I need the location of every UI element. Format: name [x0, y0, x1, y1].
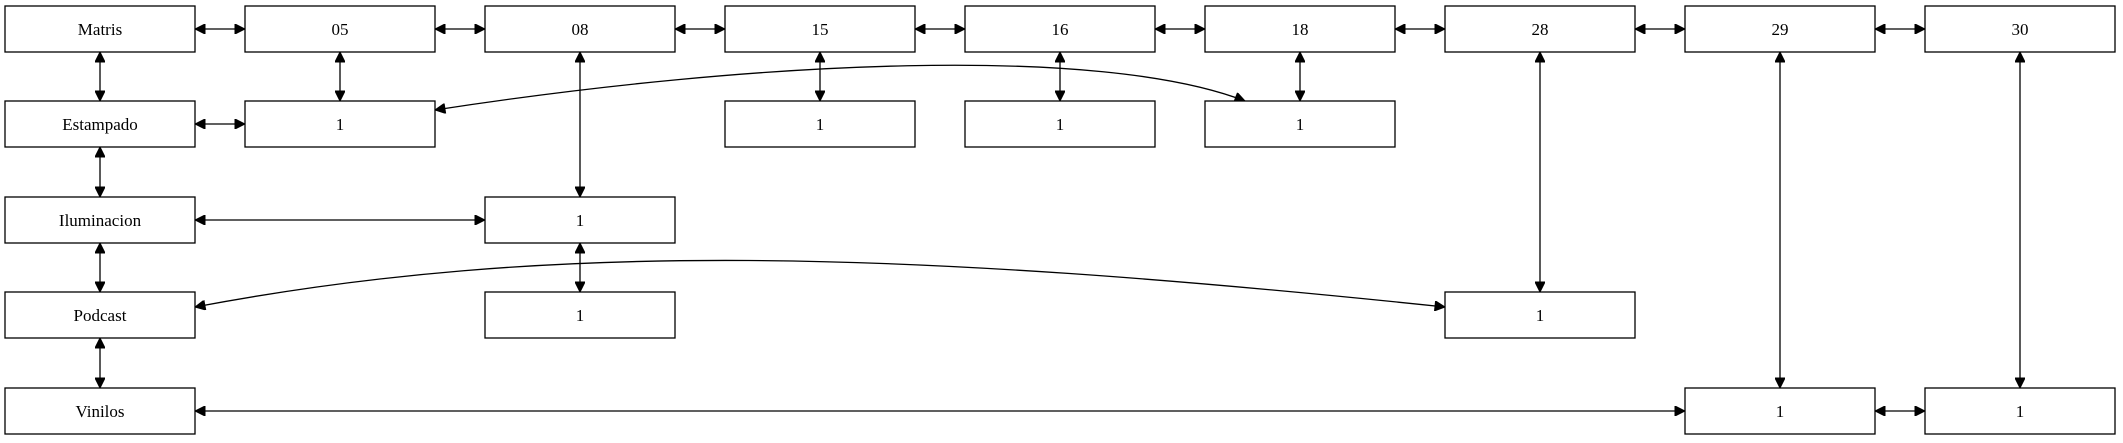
node-vinilos: Vinilos: [4, 387, 196, 435]
node-p28: 1: [1444, 291, 1636, 339]
node-box-m30: [1924, 5, 2116, 53]
node-v29: 1: [1684, 387, 1876, 435]
node-m08: 08: [484, 5, 676, 53]
node-box-m29: [1684, 5, 1876, 53]
node-box-e18: [1204, 100, 1396, 148]
node-box-p28: [1444, 291, 1636, 339]
node-m30: 30: [1924, 5, 2116, 53]
node-box-estampado: [4, 100, 196, 148]
node-label-v30: 1: [2016, 402, 2025, 421]
node-e16: 1: [964, 100, 1156, 148]
node-label-m15: 15: [812, 20, 829, 39]
node-box-vinilos: [4, 387, 196, 435]
node-label-p08: 1: [576, 306, 585, 325]
node-box-matris: [4, 5, 196, 53]
node-iluminacion: Iluminacion: [4, 196, 196, 244]
node-box-m16: [964, 5, 1156, 53]
node-p08: 1: [484, 291, 676, 339]
edge-podcast-p28: [195, 259, 1445, 307]
node-box-p08: [484, 291, 676, 339]
node-m16: 16: [964, 5, 1156, 53]
node-label-p28: 1: [1536, 306, 1545, 325]
node-v30: 1: [1924, 387, 2116, 435]
node-e18: 1: [1204, 100, 1396, 148]
node-label-m29: 29: [1772, 20, 1789, 39]
node-e05: 1: [244, 100, 436, 148]
node-label-m05: 05: [332, 20, 349, 39]
edges-layer: [100, 29, 2020, 411]
node-box-m05: [244, 5, 436, 53]
node-label-m08: 08: [572, 20, 589, 39]
node-label-e18: 1: [1296, 115, 1305, 134]
node-e15: 1: [724, 100, 916, 148]
node-m28: 28: [1444, 5, 1636, 53]
node-label-v29: 1: [1776, 402, 1785, 421]
node-box-m08: [484, 5, 676, 53]
node-label-podcast: Podcast: [74, 306, 127, 325]
edge-e05-e18: [435, 64, 1245, 110]
node-box-i08: [484, 196, 676, 244]
node-podcast: Podcast: [4, 291, 196, 339]
node-box-e15: [724, 100, 916, 148]
node-label-m18: 18: [1292, 20, 1309, 39]
node-box-v30: [1924, 387, 2116, 435]
node-box-e16: [964, 100, 1156, 148]
node-estampado: Estampado: [4, 100, 196, 148]
node-label-e15: 1: [816, 115, 825, 134]
node-label-i08: 1: [576, 211, 585, 230]
node-label-iluminacion: Iluminacion: [59, 211, 142, 230]
node-m29: 29: [1684, 5, 1876, 53]
node-box-podcast: [4, 291, 196, 339]
node-m15: 15: [724, 5, 916, 53]
node-label-m28: 28: [1532, 20, 1549, 39]
node-label-matris: Matris: [78, 20, 122, 39]
node-box-m15: [724, 5, 916, 53]
node-matris: Matris: [4, 5, 196, 53]
node-label-m30: 30: [2012, 20, 2029, 39]
node-label-vinilos: Vinilos: [75, 402, 124, 421]
node-box-e05: [244, 100, 436, 148]
node-m05: 05: [244, 5, 436, 53]
node-label-m16: 16: [1052, 20, 1069, 39]
node-label-estampado: Estampado: [62, 115, 138, 134]
node-box-iluminacion: [4, 196, 196, 244]
node-box-v29: [1684, 387, 1876, 435]
node-box-m18: [1204, 5, 1396, 53]
node-m18: 18: [1204, 5, 1396, 53]
node-box-m28: [1444, 5, 1636, 53]
node-label-e16: 1: [1056, 115, 1065, 134]
node-label-e05: 1: [336, 115, 345, 134]
node-i08: 1: [484, 196, 676, 244]
